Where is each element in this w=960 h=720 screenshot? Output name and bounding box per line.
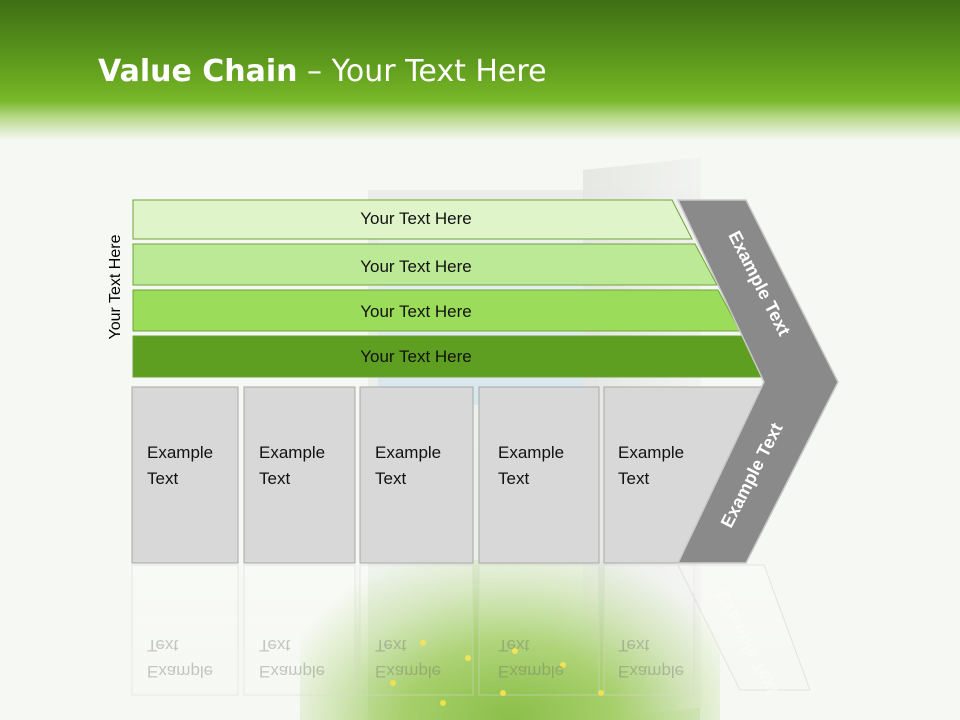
box-reflection xyxy=(243,564,356,696)
page-title: Value Chain – Your Text Here xyxy=(98,54,547,89)
activity-box xyxy=(243,386,356,564)
box-label: Example Text xyxy=(147,443,214,488)
chevron-reflection xyxy=(677,564,811,691)
box-label: Example Text xyxy=(498,443,565,488)
title-rest: – Your Text Here xyxy=(297,54,547,89)
box-label: Example Text xyxy=(259,443,326,488)
box-label-reflection: Example Text xyxy=(498,636,565,681)
support-bar xyxy=(132,199,693,240)
box-label-reflection: Example Text xyxy=(375,636,442,681)
margin-chevron xyxy=(676,199,839,564)
activity-box xyxy=(478,386,600,564)
bar-label: Your Text Here xyxy=(360,257,472,276)
flower-dot xyxy=(598,690,604,696)
box-reflection xyxy=(131,564,239,696)
box-label-reflection: Example Text xyxy=(259,636,326,681)
header-banner xyxy=(0,0,960,140)
support-bar xyxy=(132,243,718,286)
box-label: Example Text xyxy=(375,443,442,488)
box-reflection xyxy=(359,564,474,696)
flower-dot xyxy=(440,700,446,706)
box-reflection xyxy=(603,564,695,696)
bar-label: Your Text Here xyxy=(360,209,472,228)
title-bold: Value Chain xyxy=(98,54,298,89)
bar-label: Your Text Here xyxy=(360,347,472,366)
box-reflection xyxy=(478,564,600,696)
bar-label: Your Text Here xyxy=(360,302,472,321)
box-label-reflection: Example Text xyxy=(618,636,685,681)
reflection xyxy=(131,564,811,696)
activity-box xyxy=(131,386,239,564)
box-label-reflection: Example Text xyxy=(147,636,214,681)
activity-box xyxy=(359,386,474,564)
box-label: Example Text xyxy=(618,443,685,488)
